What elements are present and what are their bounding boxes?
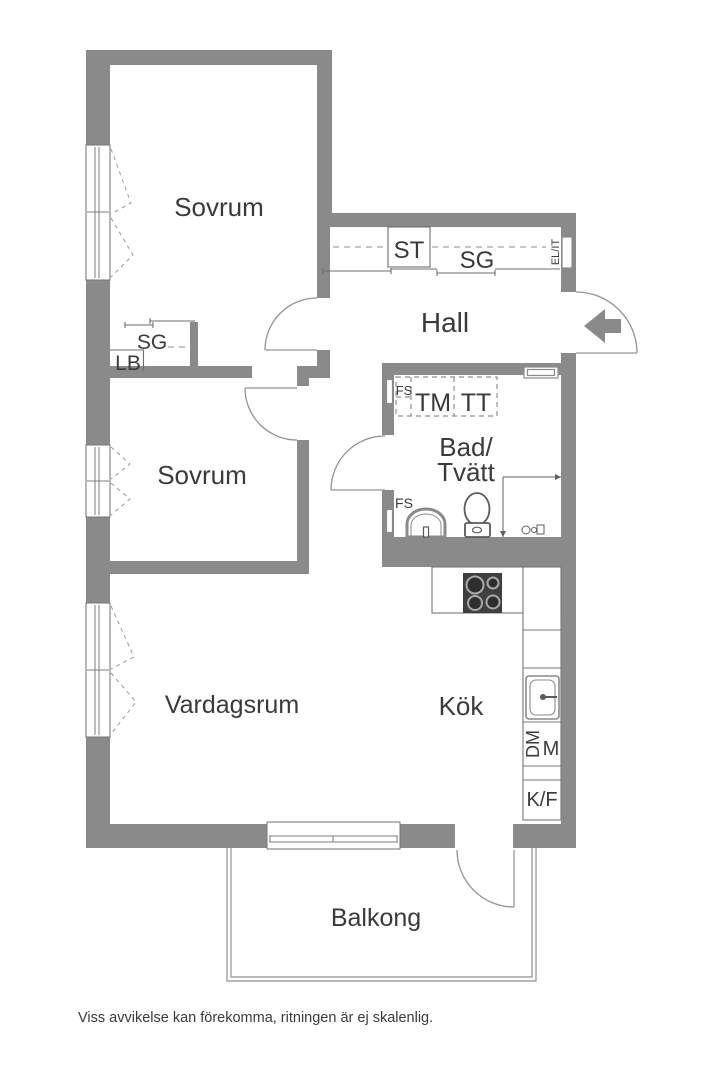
room-labels: Sovrum Sovrum Hall Bad/ Tvätt Vardagsrum…	[157, 192, 495, 932]
door-arc-bedroom2	[244, 387, 298, 441]
wall-segment	[317, 227, 330, 298]
door-arc-entrance	[575, 291, 638, 354]
window-pane-lines	[87, 447, 109, 515]
laundry-appliance-boxes	[395, 376, 498, 417]
stove-burners	[465, 575, 501, 611]
door-arc-bathroom	[330, 435, 386, 491]
wall-segment	[86, 824, 267, 848]
window-pane-lines	[269, 835, 398, 843]
label-balcony: Balkong	[331, 904, 421, 932]
tm-tt-dashed-box	[395, 376, 498, 417]
window-pane-lines	[87, 605, 109, 735]
shower-boundary	[502, 476, 561, 537]
footer-disclaimer: Viss avvikelse kan förekomma, ritningen …	[78, 1010, 433, 1026]
wall-segment	[190, 322, 198, 366]
window-pane-lines	[87, 147, 109, 278]
railing-outer	[226, 848, 537, 982]
casement-swing-dash	[110, 446, 131, 480]
fs-niche-bottom	[385, 508, 394, 534]
label-living: Vardagsrum	[165, 691, 299, 719]
railing-inner	[230, 848, 533, 978]
wall-segment	[86, 50, 332, 65]
bathroom-sink	[405, 507, 447, 539]
label-kitchen: Kök	[439, 691, 485, 721]
casement-swing-dash	[110, 217, 134, 278]
wall-segment	[382, 537, 561, 567]
st-closet-box	[387, 226, 431, 268]
wall-segment	[110, 561, 309, 574]
wall-segment	[317, 50, 332, 213]
shower-mixer-icon	[521, 525, 531, 535]
label-tt: TT	[461, 389, 492, 417]
wall-segment	[400, 824, 455, 848]
window-opening-dashes	[110, 148, 137, 735]
wall-segment	[110, 366, 252, 378]
sliding-door-line	[436, 270, 496, 276]
window-glazing	[87, 147, 398, 843]
balcony-railing	[226, 848, 537, 982]
label-bath-line1: Bad/	[439, 432, 493, 462]
fs-niche-top	[385, 378, 394, 405]
wall-niches	[385, 236, 573, 534]
burner-icon	[485, 594, 501, 610]
casement-swing-dash	[110, 482, 131, 516]
wall-segment	[297, 378, 309, 386]
shower-arrow	[500, 531, 506, 537]
wall-segment	[382, 363, 561, 375]
label-sg-bedroom: SG	[137, 331, 167, 354]
toilet-bowl	[463, 492, 491, 526]
fixture-labels: ST SG TM TT SG LB K/F M FS FS DM EL/IT	[115, 237, 562, 811]
label-lb: LB	[115, 352, 141, 375]
label-sg-hall: SG	[460, 247, 495, 274]
label-st: ST	[394, 237, 425, 264]
entrance-arrow-icon	[584, 309, 621, 343]
label-fs-top: FS	[396, 383, 413, 398]
label-bath-line2: Tvätt	[437, 457, 496, 487]
doors	[244, 291, 638, 908]
label-bedroom1: Sovrum	[174, 192, 264, 222]
shower-arrow	[555, 474, 561, 480]
wall-segment	[297, 440, 309, 573]
burner-icon	[486, 576, 500, 590]
label-bedroom2: Sovrum	[157, 460, 247, 490]
wall-segment	[561, 353, 576, 848]
sliding-door-line	[149, 318, 195, 324]
label-dm: DM	[523, 730, 543, 758]
label-el-it: EL/IT	[550, 239, 562, 266]
lb-compartment-line	[110, 349, 145, 371]
casement-swing-dash	[110, 148, 132, 215]
wall-segment	[513, 824, 576, 848]
closet-lines	[110, 268, 560, 371]
toilet-flush	[471, 526, 483, 534]
door-arc-bedroom1	[264, 297, 318, 351]
casement-swing-dash	[110, 605, 135, 670]
label-fs-bottom: FS	[395, 495, 413, 511]
tm-tt-divider	[396, 377, 455, 416]
basin-tap	[422, 526, 430, 538]
vent-shaft-inner	[526, 368, 556, 377]
burner-icon	[465, 575, 485, 595]
toilet	[463, 492, 491, 538]
wall-segment	[317, 213, 576, 227]
kitchen-sink	[525, 675, 560, 720]
shower-mixer-icon	[536, 524, 545, 535]
el-it-panel	[561, 236, 573, 269]
shower-area	[500, 474, 561, 537]
casement-swing-dash	[110, 672, 137, 735]
sliding-door-line	[124, 322, 154, 328]
counter-section-lines	[523, 629, 561, 781]
label-kf: K/F	[526, 789, 557, 811]
door-arc-balcony	[456, 849, 515, 908]
burner-icon	[467, 595, 483, 611]
wall-segment	[297, 366, 330, 378]
label-hall: Hall	[421, 307, 469, 338]
label-m: M	[543, 738, 560, 760]
basin-inner	[410, 513, 442, 537]
label-tm: TM	[415, 389, 451, 417]
